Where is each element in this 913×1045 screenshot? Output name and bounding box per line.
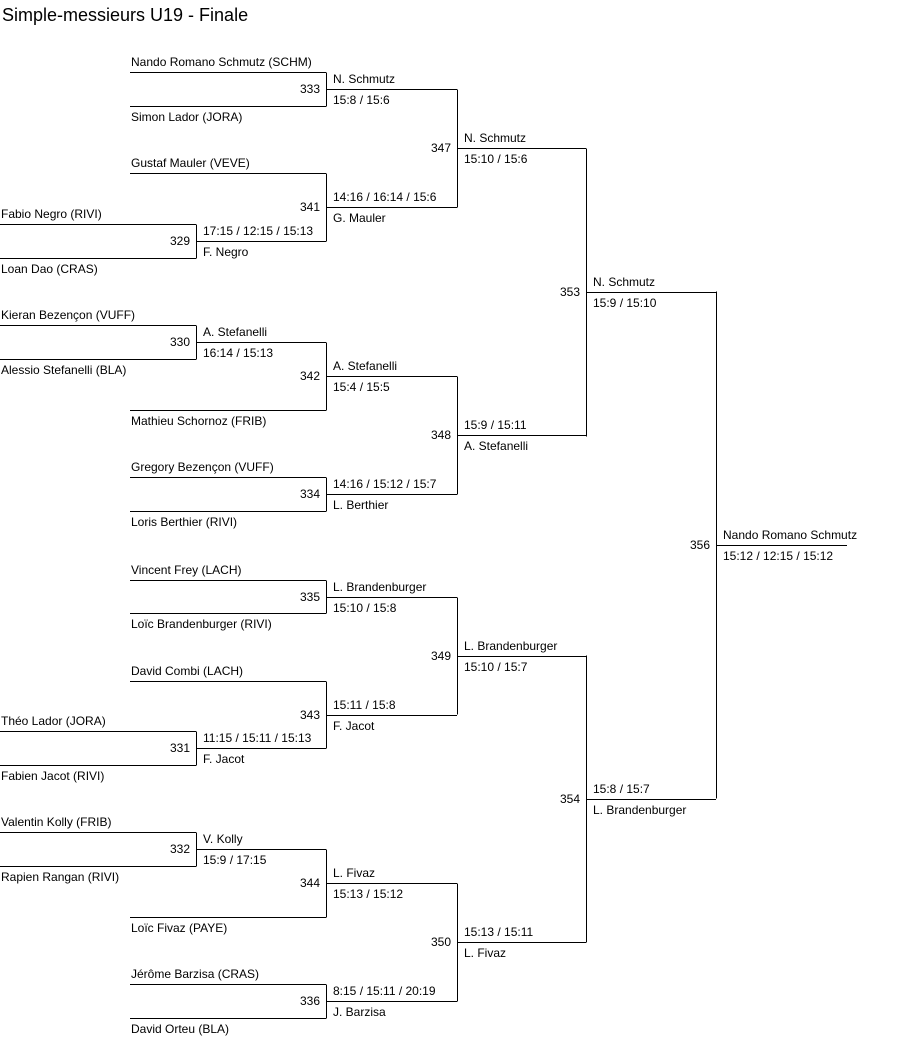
match-number: 335 — [299, 590, 320, 604]
match-number: 330 — [169, 335, 190, 349]
match-score: 15:13 / 15:11 — [464, 925, 534, 939]
match-score: 15:10 / 15:6 — [464, 152, 528, 166]
winner-name: A. Stefanelli — [464, 439, 529, 453]
player-name: Gregory Bezençon (VUFF) — [131, 460, 274, 474]
match-number: 353 — [559, 285, 580, 299]
match-number: 336 — [299, 994, 320, 1008]
match-number: 356 — [689, 538, 710, 552]
match-number: 332 — [169, 842, 190, 856]
match-number: 333 — [299, 82, 320, 96]
winner-name: A. Stefanelli — [203, 325, 268, 339]
match-number: 329 — [169, 234, 190, 248]
player-name: David Orteu (BLA) — [131, 1022, 230, 1036]
match-score: 15:10 / 15:8 — [333, 601, 397, 615]
player-name: Gustaf Mauler (VEVE) — [131, 156, 250, 170]
winner-name: F. Jacot — [203, 752, 245, 766]
match-number: 331 — [169, 741, 190, 755]
player-name: Fabien Jacot (RIVI) — [1, 769, 105, 783]
winner-name: L. Brandenburger — [333, 580, 427, 594]
winner-name: N. Schmutz — [333, 72, 396, 86]
winner-name: A. Stefanelli — [333, 359, 398, 373]
winner-name: N. Schmutz — [464, 131, 527, 145]
player-name: Alessio Stefanelli (BLA) — [1, 363, 127, 377]
player-name: Kieran Bezençon (VUFF) — [1, 308, 136, 322]
match-score: 15:12 / 12:15 / 15:12 — [723, 549, 834, 563]
winner-name: G. Mauler — [333, 211, 386, 225]
match-score: 15:9 / 17:15 — [203, 853, 267, 867]
page-title: Simple-messieurs U19 - Finale — [2, 5, 249, 25]
winner-name: F. Jacot — [333, 719, 375, 733]
match-number: 348 — [430, 428, 451, 442]
winner-name: V. Kolly — [203, 832, 243, 846]
winner-name: L. Berthier — [333, 498, 389, 512]
match-score: 15:10 / 15:7 — [464, 660, 528, 674]
match-number: 343 — [299, 708, 320, 722]
match-score: 15:13 / 15:12 — [333, 887, 404, 901]
player-name: Fabio Negro (RIVI) — [1, 207, 102, 221]
player-name: Théo Lador (JORA) — [1, 714, 106, 728]
winner-name: L. Fivaz — [464, 946, 507, 960]
match-score: 15:4 / 15:5 — [333, 380, 390, 394]
match-score: 14:16 / 15:12 / 15:7 — [333, 477, 437, 491]
player-name: Loan Dao (CRAS) — [1, 262, 98, 276]
match-number: 350 — [430, 935, 451, 949]
match-number: 334 — [299, 487, 320, 501]
match-score: 16:14 / 15:13 — [203, 346, 274, 360]
match-number: 344 — [299, 876, 320, 890]
player-name: Nando Romano Schmutz (SCHM) — [131, 55, 312, 69]
player-name: Loris Berthier (RIVI) — [131, 515, 238, 529]
match-number: 349 — [430, 649, 451, 663]
player-name: Mathieu Schornoz (FRIB) — [131, 414, 267, 428]
player-name: Jérôme Barzisa (CRAS) — [131, 967, 260, 981]
winner-name: Nando Romano Schmutz — [723, 528, 858, 542]
match-score: 17:15 / 12:15 / 15:13 — [203, 224, 314, 238]
match-score: 15:9 / 15:11 — [464, 418, 527, 432]
match-score: 15:8 / 15:7 — [593, 782, 650, 796]
match-number: 354 — [559, 792, 580, 806]
match-score: 15:9 / 15:10 — [593, 296, 657, 310]
match-score: 11:15 / 15:11 / 15:13 — [203, 731, 312, 745]
winner-name: L. Fivaz — [333, 866, 376, 880]
player-name: David Combi (LACH) — [131, 664, 244, 678]
player-name: Vincent Frey (LACH) — [131, 563, 242, 577]
player-name: Rapien Rangan (RIVI) — [1, 870, 120, 884]
player-name: Simon Lador (JORA) — [131, 110, 243, 124]
match-number: 341 — [299, 200, 320, 214]
match-score: 8:15 / 15:11 / 20:19 — [333, 984, 436, 998]
winner-name: L. Brandenburger — [593, 803, 687, 817]
match-score: 14:16 / 16:14 / 15:6 — [333, 190, 437, 204]
match-number: 347 — [430, 141, 451, 155]
match-number: 342 — [299, 369, 320, 383]
player-name: Loïc Brandenburger (RIVI) — [131, 617, 272, 631]
winner-name: N. Schmutz — [593, 275, 656, 289]
match-score: 15:8 / 15:6 — [333, 93, 390, 107]
winner-name: J. Barzisa — [333, 1005, 386, 1019]
player-name: Valentin Kolly (FRIB) — [1, 815, 112, 829]
winner-name: L. Brandenburger — [464, 639, 558, 653]
player-name: Loïc Fivaz (PAYE) — [131, 921, 228, 935]
winner-name: F. Negro — [203, 245, 249, 259]
match-score: 15:11 / 15:8 — [333, 698, 396, 712]
